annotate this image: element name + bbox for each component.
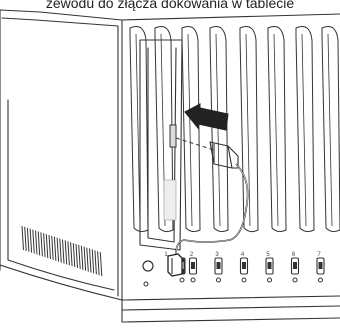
- port-number-label: 5: [266, 252, 270, 258]
- usb-port-inner: [293, 262, 297, 269]
- vent-slot: [25, 227, 27, 251]
- slot-divider: [268, 27, 286, 232]
- vent-slot: [71, 242, 73, 266]
- vent-patch: [164, 180, 176, 220]
- vent-slot: [60, 239, 62, 263]
- slot-divider: [296, 27, 314, 232]
- vent-slot: [27, 228, 29, 252]
- vent-slot: [100, 252, 102, 276]
- vent-slot: [36, 231, 38, 255]
- vent-slot: [81, 246, 83, 270]
- usb-port-inner: [217, 262, 221, 269]
- usb-port-inner: [242, 262, 246, 269]
- port-number-label: 6: [292, 252, 296, 258]
- vent-slot: [92, 249, 94, 273]
- vent-slot: [41, 232, 43, 256]
- vent-slot: [63, 240, 65, 264]
- slot-divider: [240, 27, 258, 232]
- port-number-label: 3: [215, 252, 219, 258]
- vent-slot: [33, 230, 35, 254]
- slot-divider: [130, 27, 148, 232]
- usb-port-inner: [268, 262, 272, 269]
- docking-connector-port: [170, 125, 176, 147]
- usb-plug: [168, 254, 182, 276]
- port-number-label: 7: [317, 252, 321, 258]
- port-led: [191, 278, 195, 282]
- vent-slot: [49, 235, 51, 259]
- vent-slot: [95, 250, 97, 274]
- vent-slot: [52, 236, 54, 260]
- round-button: [143, 261, 153, 271]
- port-number-label: 2: [190, 252, 194, 258]
- vent-slot: [44, 233, 46, 257]
- vent-slot: [84, 247, 86, 271]
- usb-port-inner: [191, 262, 195, 269]
- vent-slot: [30, 229, 32, 253]
- tablet-dividers: [130, 27, 340, 232]
- port-led: [319, 278, 323, 282]
- vent-slot: [54, 237, 56, 261]
- port-led: [217, 278, 221, 282]
- vent-slot: [90, 249, 92, 273]
- port-number-label: 4: [241, 252, 245, 258]
- vent-slot: [73, 243, 75, 267]
- vent-slot: [38, 231, 40, 255]
- port-led: [242, 278, 246, 282]
- vent-slot: [46, 234, 48, 258]
- vent-slot: [79, 245, 81, 269]
- port-led: [268, 278, 272, 282]
- slot-divider: [182, 27, 200, 232]
- vent-slot: [87, 248, 89, 272]
- port-led: [180, 278, 184, 282]
- port-led: [293, 278, 297, 282]
- vent-slot: [76, 244, 78, 268]
- vent-slot: [68, 241, 70, 265]
- vent-slot: [57, 238, 59, 262]
- vent-slot: [22, 226, 24, 250]
- vent-slot: [98, 251, 100, 275]
- usb-port-inner: [319, 262, 323, 269]
- indicator-dot: [144, 282, 148, 286]
- vent-slot: [65, 240, 67, 264]
- caption-text: zewodu do złącza dokowania w tablecie: [0, 0, 340, 11]
- slot-divider: [322, 27, 340, 232]
